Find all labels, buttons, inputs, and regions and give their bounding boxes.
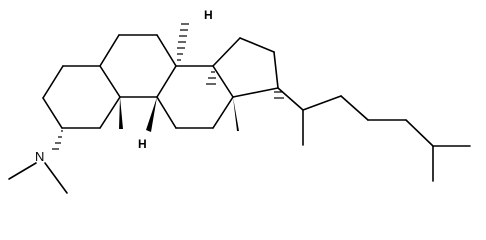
bond [99,96,121,129]
bond [273,51,279,89]
ring-b [99,34,177,98]
wedge-bond-h-lower [146,97,157,132]
ring-c [156,65,234,129]
bond [99,34,120,67]
bond [44,162,68,194]
h-upper-label: H [204,8,213,22]
bond [156,34,177,67]
bond [302,95,342,111]
structure-diagram: N H H [8,8,471,194]
bond [212,65,234,98]
bond [277,87,304,111]
hashed-bond-c14 [206,71,216,85]
ring-d [212,37,279,98]
wedge-bond-c10 [119,97,123,129]
bond [42,97,63,129]
bond [99,65,121,98]
hashed-bond-c17 [274,91,284,99]
bond [239,37,275,53]
bond [232,87,279,98]
bond [156,96,177,129]
bond [8,162,37,180]
bond [42,65,64,99]
h-lower-label: H [138,137,147,151]
nitrogen-label: N [35,149,44,164]
bond [340,95,369,121]
bond [212,96,234,129]
ring-a [42,65,121,129]
hashed-bond-nitrogen [52,130,63,150]
bond [156,65,177,98]
dimethylamino-group: N [8,149,68,194]
hashed-bond-h-upper [177,23,189,61]
bond [212,37,241,67]
wedge-bond-methyl [233,97,239,131]
bond [405,119,434,147]
side-chain [277,87,471,182]
